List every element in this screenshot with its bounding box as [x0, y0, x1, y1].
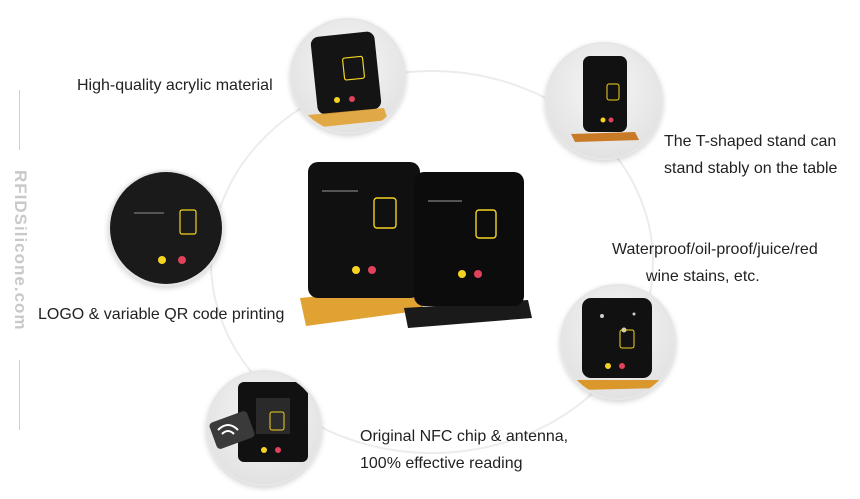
watermark-line-bottom	[19, 360, 20, 430]
photo-nfc-reading	[206, 370, 322, 486]
caption-waterproof: Waterproof/oil-proof/juice/red wine stai…	[612, 241, 818, 285]
watermark-text: RFIDSilicone.com	[11, 170, 30, 331]
caption-acrylic: High-quality acrylic material	[77, 77, 273, 94]
watermark-line-top	[19, 90, 20, 150]
caption-logo-qr: LOGO & variable QR code printing	[38, 306, 285, 323]
caption-t-stand: The T-shaped stand can stand stably on t…	[664, 133, 838, 177]
caption-nfc: Original NFC chip & antenna, 100% effect…	[360, 428, 569, 472]
photo-logo-print	[108, 170, 224, 286]
product-stands	[296, 150, 532, 340]
photo-acrylic-closeup	[290, 18, 406, 134]
photo-t-stand	[545, 42, 663, 160]
photo-waterproof	[560, 284, 676, 400]
